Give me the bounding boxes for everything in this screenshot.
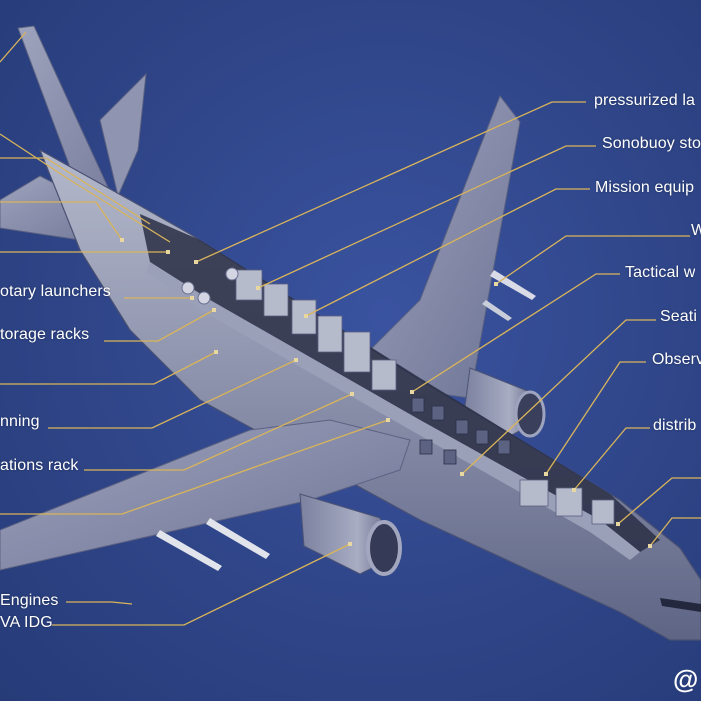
leader-idg <box>52 543 351 626</box>
missile-far-1 <box>490 270 536 300</box>
leader-top-left-4 <box>0 201 123 241</box>
leader-communications-rack <box>84 393 353 471</box>
label-conditioning: nning <box>0 413 40 430</box>
leader-tactical-workstations <box>411 273 620 393</box>
leader-r3 <box>0 351 217 385</box>
leader-conditioning <box>48 359 297 429</box>
label-observer: Observ <box>652 351 701 368</box>
equipment-racks <box>235 269 615 525</box>
leader-lines <box>0 31 701 626</box>
cabin-floor <box>146 262 640 560</box>
label-distribution: distrib <box>653 417 697 434</box>
leader-sonobuoy-storage <box>257 145 596 289</box>
leader-top-left-3 <box>0 157 151 225</box>
operator-seats <box>411 397 511 465</box>
leader-weapons <box>495 235 690 285</box>
wing-far <box>359 94 521 399</box>
label-sonobuoy-storage: Sonobuoy sto <box>602 135 701 152</box>
leader-r2 <box>649 517 701 547</box>
label-tactical-workstations: Tactical w <box>625 264 696 281</box>
leader-storage-racks <box>104 309 215 342</box>
label-rotary-launchers: otary launchers <box>0 283 111 300</box>
wing-near <box>0 419 411 571</box>
rotary-launcher-drums <box>181 267 239 305</box>
leader-observer <box>545 361 646 475</box>
leader-distribution <box>573 427 650 491</box>
missile-near-1 <box>156 530 222 571</box>
watermark: @ <box>673 664 699 694</box>
label-mission-equipment: Mission equip <box>595 179 695 196</box>
missile-near-2 <box>206 518 270 559</box>
label-idg: VA IDG <box>0 614 53 631</box>
leader-seating <box>461 319 656 475</box>
leader-r1 <box>617 477 701 525</box>
label-seating: Seati <box>660 308 697 325</box>
leader-r4 <box>0 419 389 515</box>
horizontal-stabilizer-far <box>99 72 147 198</box>
engine-near <box>299 493 402 576</box>
label-engines: Engines <box>0 592 59 609</box>
label-storage-racks: torage racks <box>0 326 90 343</box>
missile-far-2 <box>482 300 512 321</box>
leader-mission-equipment <box>305 188 590 317</box>
leader-top-left-1 <box>0 31 27 63</box>
leader-top-left-2 <box>0 133 171 243</box>
label-pressurized-launcher: pressurized la <box>594 92 696 109</box>
label-weapons: W <box>691 222 701 239</box>
label-communications-rack: ations rack <box>0 457 79 474</box>
leader-engines <box>66 601 133 605</box>
leader-endpoints <box>120 238 652 548</box>
cockpit-windows <box>660 598 701 612</box>
leader-pressurized-launcher <box>195 101 586 263</box>
